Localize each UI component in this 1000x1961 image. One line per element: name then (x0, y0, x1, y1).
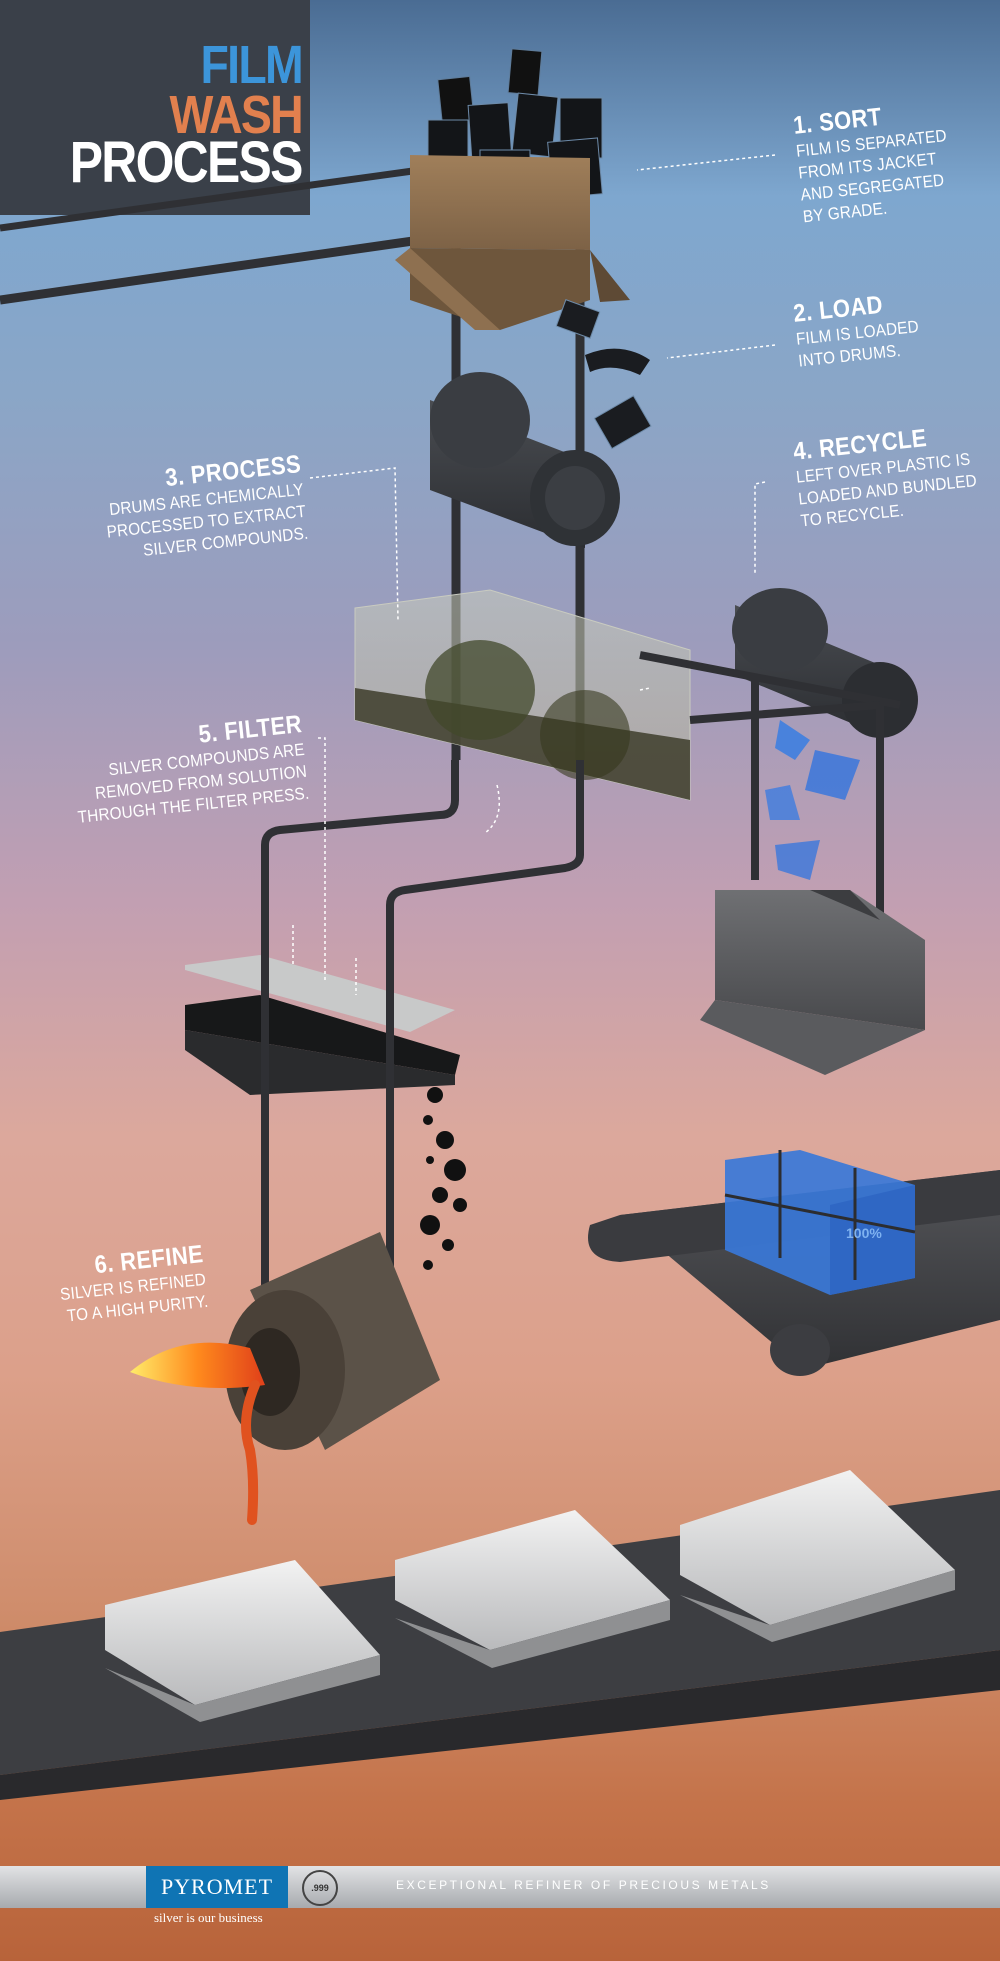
footer-motto: EXCEPTIONAL REFINER OF PRECIOUS METALS (396, 1878, 771, 1892)
bundle-percent: 100% (846, 1225, 882, 1241)
silver-ingots-2 (395, 1510, 670, 1668)
process-tank (354, 589, 691, 801)
refine-furnace (225, 1232, 440, 1450)
title-panel: FILM WASH PROCESS (0, 0, 310, 215)
recycle-drum (639, 588, 918, 1000)
purity-seal-icon: .999 (302, 1870, 338, 1906)
step-sort: 1. SORT FILM IS SEPARATED FROM ITS JACKE… (792, 94, 971, 228)
title-film: FILM (200, 35, 304, 95)
filter-press (185, 955, 460, 1095)
step-load: 2. LOAD FILM IS LOADED INTO DRUMS. (792, 286, 936, 373)
footer-tagline: silver is our business (154, 1910, 263, 1925)
plastic-bundle: 100% (724, 1150, 916, 1295)
title-wash: WASH (169, 85, 304, 145)
recycle-bin (700, 890, 925, 1075)
pyromet-logo: PYROMET (146, 1866, 288, 1908)
load-drum (430, 372, 620, 548)
silver-ingots-1 (105, 1560, 380, 1722)
title-process: PROCESS (70, 130, 304, 195)
cardboard-box (395, 155, 630, 330)
callout-lines (292, 154, 776, 995)
flame (130, 1342, 265, 1389)
silver-ingots-3 (680, 1470, 955, 1642)
